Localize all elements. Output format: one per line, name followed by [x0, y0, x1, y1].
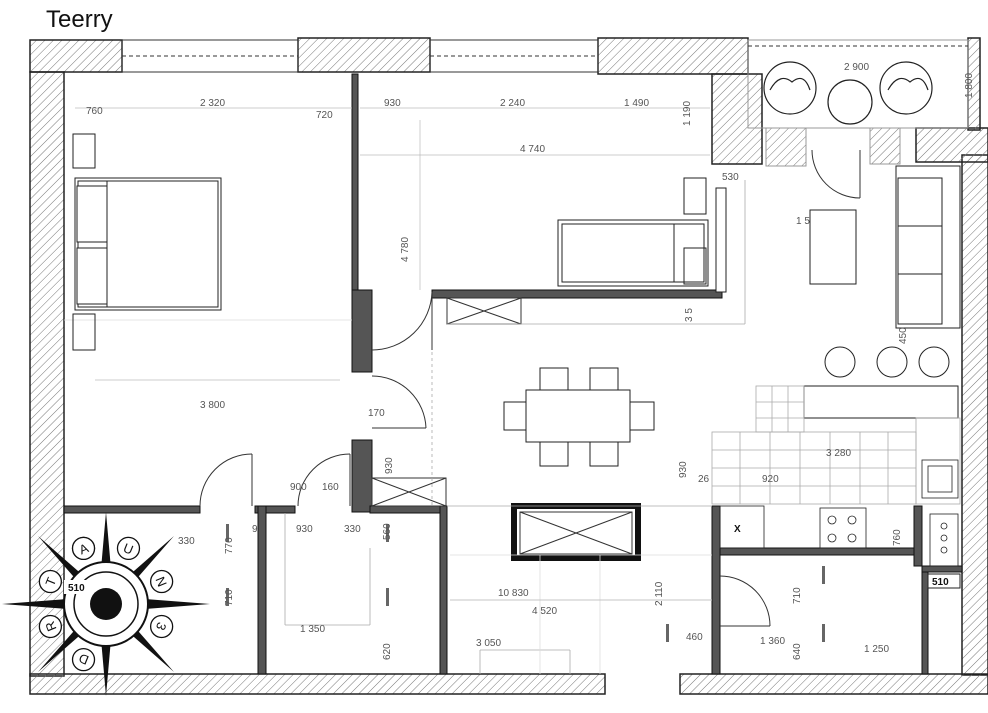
- dim-35: 3 5: [684, 308, 695, 322]
- dim-4740: 4 740: [520, 144, 545, 155]
- compass-letter-circle: [149, 614, 174, 639]
- outer-walls: [29, 37, 988, 695]
- dim-710-l: 710: [224, 589, 235, 606]
- cell-x: X: [734, 524, 741, 535]
- dim-2320: 2 320: [200, 98, 225, 109]
- interior-walls: [63, 73, 963, 675]
- label-510-left: 510: [68, 583, 85, 594]
- shafts: [371, 297, 633, 555]
- dim-930-b: 930: [384, 457, 395, 474]
- dim-2110: 2 110: [654, 581, 665, 606]
- guide-lines: [64, 180, 746, 674]
- dim-900: 900: [290, 482, 307, 493]
- dim-460: 460: [686, 632, 703, 643]
- plan-title: Teerry: [46, 6, 113, 33]
- dim-330-bath: 330: [178, 536, 195, 547]
- dim-1250: 1 250: [864, 644, 889, 655]
- dim-640: 640: [792, 643, 803, 660]
- label-510-right: 510: [932, 577, 949, 588]
- dim-620: 620: [382, 643, 393, 660]
- dining-table: [503, 367, 655, 467]
- compass-letter-circle: [149, 569, 174, 594]
- dim-4780: 4 780: [400, 237, 411, 262]
- dim-560: 560: [382, 523, 393, 540]
- dim-930-k: 930: [678, 461, 689, 478]
- dim-15: 1 5: [796, 216, 810, 227]
- living-furniture: [803, 165, 961, 419]
- dim-930-top: 930: [384, 98, 401, 109]
- dim-1190: 1 190: [682, 101, 693, 126]
- compass-letter-circle: [71, 647, 96, 672]
- dim-1350: 1 350: [300, 624, 325, 635]
- compass-letter-circle: [116, 536, 141, 561]
- posts: [226, 524, 825, 642]
- dim-10830: 10 830: [498, 588, 529, 599]
- compass-rose: SUNT3RDA 510: [2, 512, 210, 696]
- dim-760: 760: [86, 106, 103, 117]
- dim-760-k: 760: [892, 529, 903, 546]
- dimension-labels: 760 2 320 720 930 2 240 1 490 4 740 1 19…: [86, 62, 975, 660]
- dim-1490: 1 490: [624, 98, 649, 109]
- compass-letter-circle: [71, 536, 96, 561]
- compass-letter-circle: [38, 614, 63, 639]
- dim-710-r: 710: [792, 587, 803, 604]
- dim-450: 450: [898, 327, 909, 344]
- dim-930-a: 930: [296, 524, 313, 535]
- dim-160: 160: [322, 482, 339, 493]
- dim-1360: 1 360: [760, 636, 785, 647]
- dim-4520: 4 520: [532, 606, 557, 617]
- dim-3050: 3 050: [476, 638, 501, 649]
- door-swings: [199, 149, 861, 627]
- compass-letter-circle: [38, 569, 63, 594]
- dim-2240: 2 240: [500, 98, 525, 109]
- dim-330-a: 330: [344, 524, 361, 535]
- dim-3800: 3 800: [200, 400, 225, 411]
- dim-530: 530: [722, 172, 739, 183]
- dim-170: 170: [368, 408, 385, 419]
- bedroom-furniture: [72, 133, 222, 351]
- dim-26: 26: [698, 474, 710, 485]
- dim-2900: 2 900: [844, 62, 869, 73]
- terrace-furniture: [763, 61, 933, 125]
- dim-720: 720: [316, 110, 333, 121]
- dim-770: 770: [224, 537, 235, 554]
- dim-1800: 1 800: [964, 73, 975, 98]
- dim-920: 920: [762, 474, 779, 485]
- room2-furniture: [557, 177, 727, 293]
- windows: [121, 39, 969, 129]
- dimension-lines: [75, 107, 712, 601]
- kitchen: [711, 385, 961, 567]
- dim-9: 9: [252, 524, 258, 535]
- dim-3280: 3 280: [826, 448, 851, 459]
